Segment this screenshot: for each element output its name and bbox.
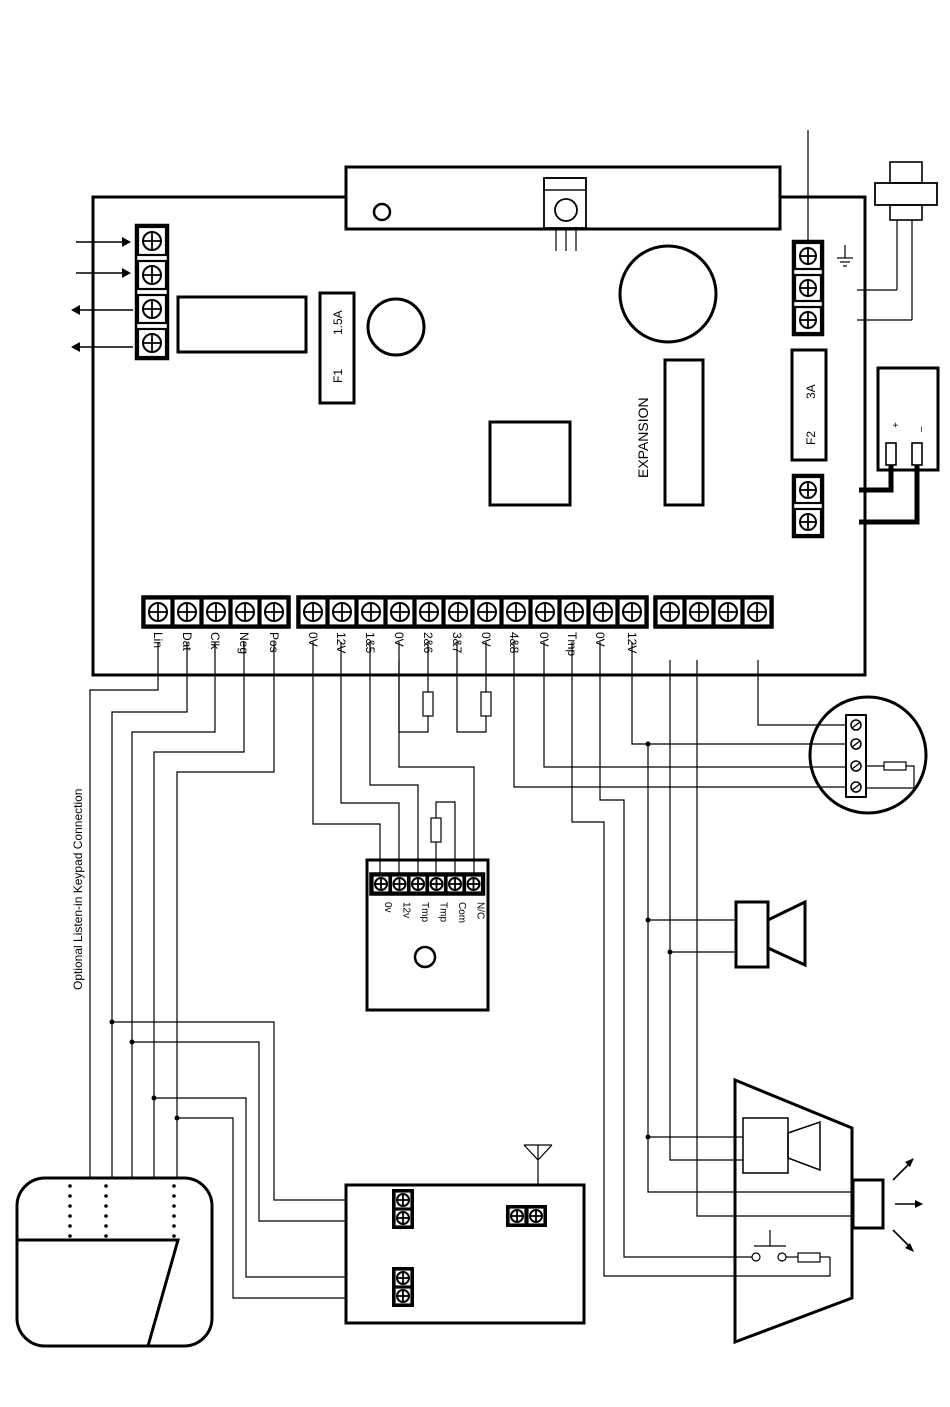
screw-terminal-icon: [445, 599, 472, 626]
fuse-f2-label: F2: [804, 431, 818, 445]
screw-terminal-icon: [851, 761, 861, 771]
screw-terminal-icon: [795, 307, 821, 333]
fuse-f1-rating: 1.5A: [331, 310, 345, 335]
screw-terminal-icon: [232, 599, 259, 626]
battery-icon: + –: [859, 368, 938, 522]
detector-label: N/C: [475, 902, 486, 919]
screw-terminal-icon: [851, 739, 861, 749]
supply-terminal-block: [793, 241, 823, 335]
fuse-f2-rating: 3A: [804, 384, 818, 399]
screw-terminal-icon: [590, 599, 617, 626]
detector-terminal-block: [371, 874, 485, 895]
tamper-circle-module: [810, 697, 926, 813]
antenna-icon: [524, 1145, 552, 1185]
screw-terminal-icon: [795, 477, 821, 503]
screw-terminal-icon: [138, 295, 166, 323]
detector-label: 0v: [382, 902, 393, 913]
radio-module: [346, 1145, 584, 1323]
loudspeaker-icon: [736, 902, 805, 967]
screw-terminal-icon: [657, 599, 684, 626]
screw-terminal-icon: [795, 275, 821, 301]
screw-terminal-icon: [528, 1208, 545, 1225]
screw-terminal-icon: [851, 782, 861, 792]
screw-terminal-icon: [619, 599, 646, 626]
fuse-f1: [320, 293, 354, 403]
screw-terminal-icon: [395, 1270, 412, 1287]
expansion-label: EXPANSION: [635, 397, 651, 478]
screw-terminal-icon: [329, 599, 356, 626]
screw-terminal-icon: [395, 1192, 412, 1209]
detector-label: Tmp: [419, 902, 430, 922]
screw-terminal-icon: [358, 599, 385, 626]
detector-unit: 0v 12v Tmp Tmp Com N/C: [367, 860, 488, 1010]
zone-terminal-block: [298, 597, 648, 628]
screw-terminal-icon: [261, 599, 288, 626]
screw-terminal-icon: [373, 876, 390, 893]
battery-minus-label: –: [916, 426, 927, 432]
screw-terminal-icon: [795, 509, 821, 535]
detector-label: 12v: [401, 902, 412, 918]
screw-terminal-icon: [851, 720, 861, 730]
screw-terminal-icon: [428, 876, 445, 893]
strobe-light-icon: [735, 1080, 923, 1342]
screw-terminal-icon: [465, 876, 482, 893]
screw-terminal-icon: [503, 599, 530, 626]
screw-terminal-icon: [795, 243, 821, 269]
screw-terminal-icon: [391, 876, 408, 893]
screw-terminal-icon: [145, 599, 172, 626]
screw-terminal-icon: [138, 227, 166, 255]
detector-label: Com: [456, 902, 467, 923]
expansion-socket: [665, 360, 703, 505]
screw-terminal-icon: [561, 599, 588, 626]
screw-terminal-icon: [138, 329, 166, 357]
screw-terminal-icon: [416, 599, 443, 626]
screw-terminal-icon: [203, 599, 230, 626]
screw-terminal-icon: [509, 1208, 526, 1225]
battery-plus-label: +: [891, 422, 902, 428]
screw-terminal-icon: [447, 876, 464, 893]
screw-terminal-icon: [686, 599, 713, 626]
screw-terminal-icon: [744, 599, 771, 626]
screw-terminal-icon: [474, 599, 501, 626]
screw-terminal-icon: [395, 1210, 412, 1227]
screw-terminal-icon: [532, 599, 559, 626]
keypad-terminal-block: [143, 597, 290, 628]
keypad-unit: [17, 1178, 212, 1346]
detector-label: Tmp: [438, 902, 449, 922]
transformer-icon: [857, 162, 937, 320]
output-terminal-block: [655, 597, 773, 628]
screw-terminal-icon: [395, 1288, 412, 1305]
screw-terminal-icon: [300, 599, 327, 626]
keypad-connection-note: Optional Listen-in Keypad Connection: [71, 789, 85, 990]
screw-terminal-icon: [174, 599, 201, 626]
screw-terminal-icon: [410, 876, 427, 893]
screw-terminal-icon: [138, 261, 166, 289]
screw-terminal-icon: [715, 599, 742, 626]
fuse-f1-label: F1: [331, 369, 345, 383]
screw-terminal-icon: [387, 599, 414, 626]
